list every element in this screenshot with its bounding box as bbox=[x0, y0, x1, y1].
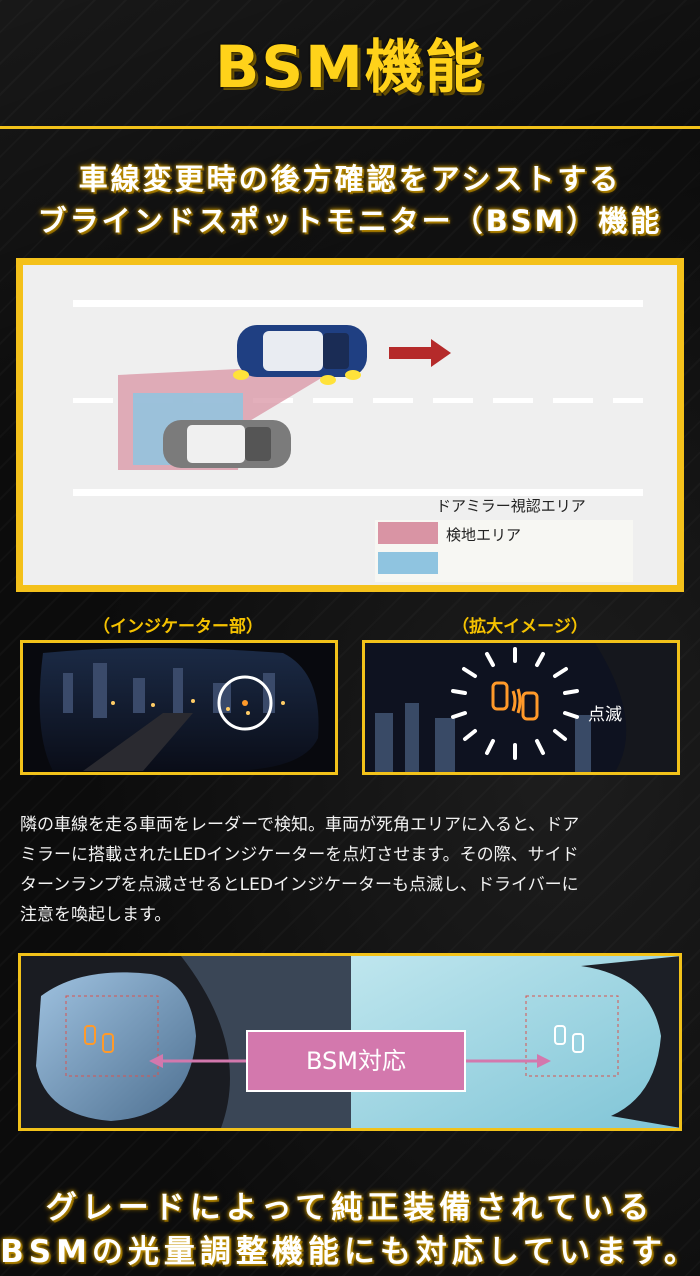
legend-mirror-label: ドアミラー視認エリア bbox=[436, 497, 586, 515]
legend-detection-label: 検地エリア bbox=[446, 526, 522, 544]
night-mirror-image bbox=[23, 643, 335, 772]
indicator-highlight-circle bbox=[217, 675, 273, 731]
indicator-photo bbox=[20, 640, 338, 775]
description-line-2: ミラーに搭載されたLEDインジケーターを点灯させます。その際、サイド bbox=[20, 845, 579, 865]
blink-rays bbox=[451, 647, 579, 760]
description-line-1: 隣の車線を走る車両をレーダーで検知。車両が死角エリアに入ると、ドア bbox=[20, 815, 580, 835]
blink-label: 点滅 bbox=[588, 705, 622, 725]
description-text: 隣の車線を走る車両をレーダーで検知。車両が死角エリアに入ると、ドア ミラーに搭載… bbox=[20, 810, 684, 930]
bottom-text-line-1: グレードによって純正装備されている bbox=[45, 1190, 655, 1226]
enlarged-indicator-image bbox=[365, 643, 677, 772]
bsm-support-tag: BSM対応 bbox=[246, 1030, 466, 1092]
legend-blue-swatch bbox=[378, 552, 438, 574]
bsm-diagram: ドアミラー視認エリア 検地エリア bbox=[16, 258, 684, 592]
bottom-text-line-2: BSMの光量調整機能にも対応しています。 bbox=[0, 1234, 700, 1270]
subtitle-line-1: 車線変更時の後方確認をアシストする bbox=[78, 162, 622, 196]
subtitle-line-2: ブラインドスポットモニター（BSM）機能 bbox=[37, 204, 663, 238]
road-illustration bbox=[73, 300, 643, 496]
direction-arrow bbox=[389, 339, 451, 367]
lane-line-top bbox=[73, 300, 643, 307]
description-line-4: 注意を喚起します。 bbox=[20, 905, 172, 925]
mirror-comparison: BSM対応 bbox=[18, 953, 682, 1131]
gray-car bbox=[163, 420, 291, 468]
blue-car bbox=[233, 325, 367, 385]
title-divider bbox=[0, 126, 700, 129]
caption-indicator: （インジケーター部） bbox=[93, 617, 263, 637]
caption-enlarged: （拡大イメージ） bbox=[452, 617, 588, 637]
mirror-comparison-image bbox=[21, 956, 679, 1128]
enlarged-photo bbox=[362, 640, 680, 775]
description-line-3: ターンランプを点滅させるとLEDインジケーターも点滅し、ドライバーに bbox=[20, 875, 579, 895]
lane-line-bottom bbox=[73, 489, 643, 496]
led-car-icon bbox=[491, 681, 539, 721]
legend-pink-swatch bbox=[378, 522, 438, 544]
page-title: BSM機能 bbox=[215, 33, 485, 101]
